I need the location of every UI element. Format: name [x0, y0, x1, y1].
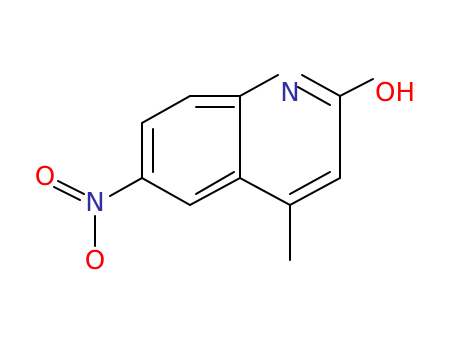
pyridine-ring — [239, 74, 341, 206]
substituents — [109, 78, 374, 261]
bond-c4-c4a — [239, 177, 291, 206]
bond-c3-c4 — [289, 177, 341, 206]
nitro-oxygen-top-label: O — [35, 162, 55, 192]
nitro-group — [53, 180, 96, 247]
bond-c6-nitro — [109, 177, 143, 197]
bond-c3-c4-inner — [289, 171, 331, 195]
nitro-oxygen-bottom-label: O — [85, 246, 105, 276]
bond-c8-c7 — [141, 95, 191, 124]
bond-n1-c2-inner — [297, 86, 331, 106]
bond-c6-c5 — [141, 177, 191, 206]
bond-c8a-n1 — [239, 74, 279, 97]
benzene-ring — [141, 95, 241, 206]
bond-c5-c4a-inner — [195, 171, 235, 195]
hydroxyl-label: OH — [375, 78, 415, 108]
bond-n-o-top — [57, 180, 85, 195]
ring-nitrogen-label: N — [280, 78, 299, 108]
nitro-nitrogen-label: N — [85, 188, 104, 218]
bond-c2-oh — [339, 78, 374, 97]
bond-n1-c2 — [301, 74, 341, 97]
bond-n-o-top-double — [53, 186, 81, 201]
bond-c5-c4a — [189, 177, 241, 206]
